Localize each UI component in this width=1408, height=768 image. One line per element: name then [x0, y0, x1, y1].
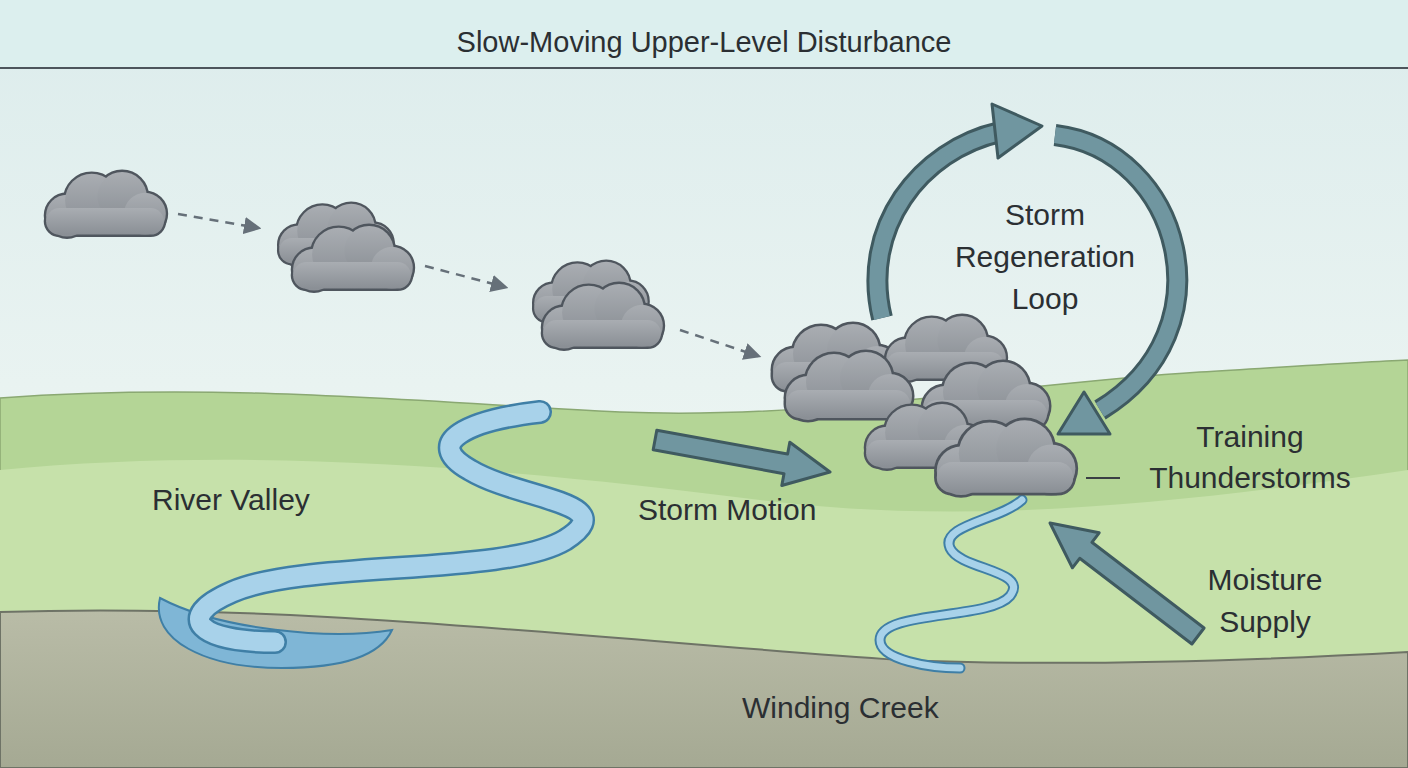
moving-clouds [46, 172, 663, 349]
diagram-label: Storm Regeneration Loop [930, 194, 1160, 320]
storm-motion-arrow [653, 430, 830, 485]
regeneration-loop-arrows [877, 104, 1177, 434]
diagram-label: Training Thunderstorms [1120, 416, 1380, 498]
winding-creek [880, 500, 1022, 668]
river-valley-river [159, 412, 583, 668]
back-hill [0, 360, 1408, 768]
diagram-label: Storm Motion [638, 492, 908, 528]
cloud-path-arrows [178, 214, 758, 356]
moisture-supply-arrow [1050, 523, 1204, 644]
title-rule [0, 67, 1408, 69]
diagram-label: Winding Creek [742, 690, 1022, 726]
title-band [0, 0, 1408, 68]
diagram-label: Moisture Supply [1175, 559, 1355, 643]
leader-line [1086, 477, 1120, 479]
diagram-label: River Valley [152, 482, 382, 518]
diagram-title: Slow-Moving Upper-Level Disturbance [204, 24, 1204, 60]
